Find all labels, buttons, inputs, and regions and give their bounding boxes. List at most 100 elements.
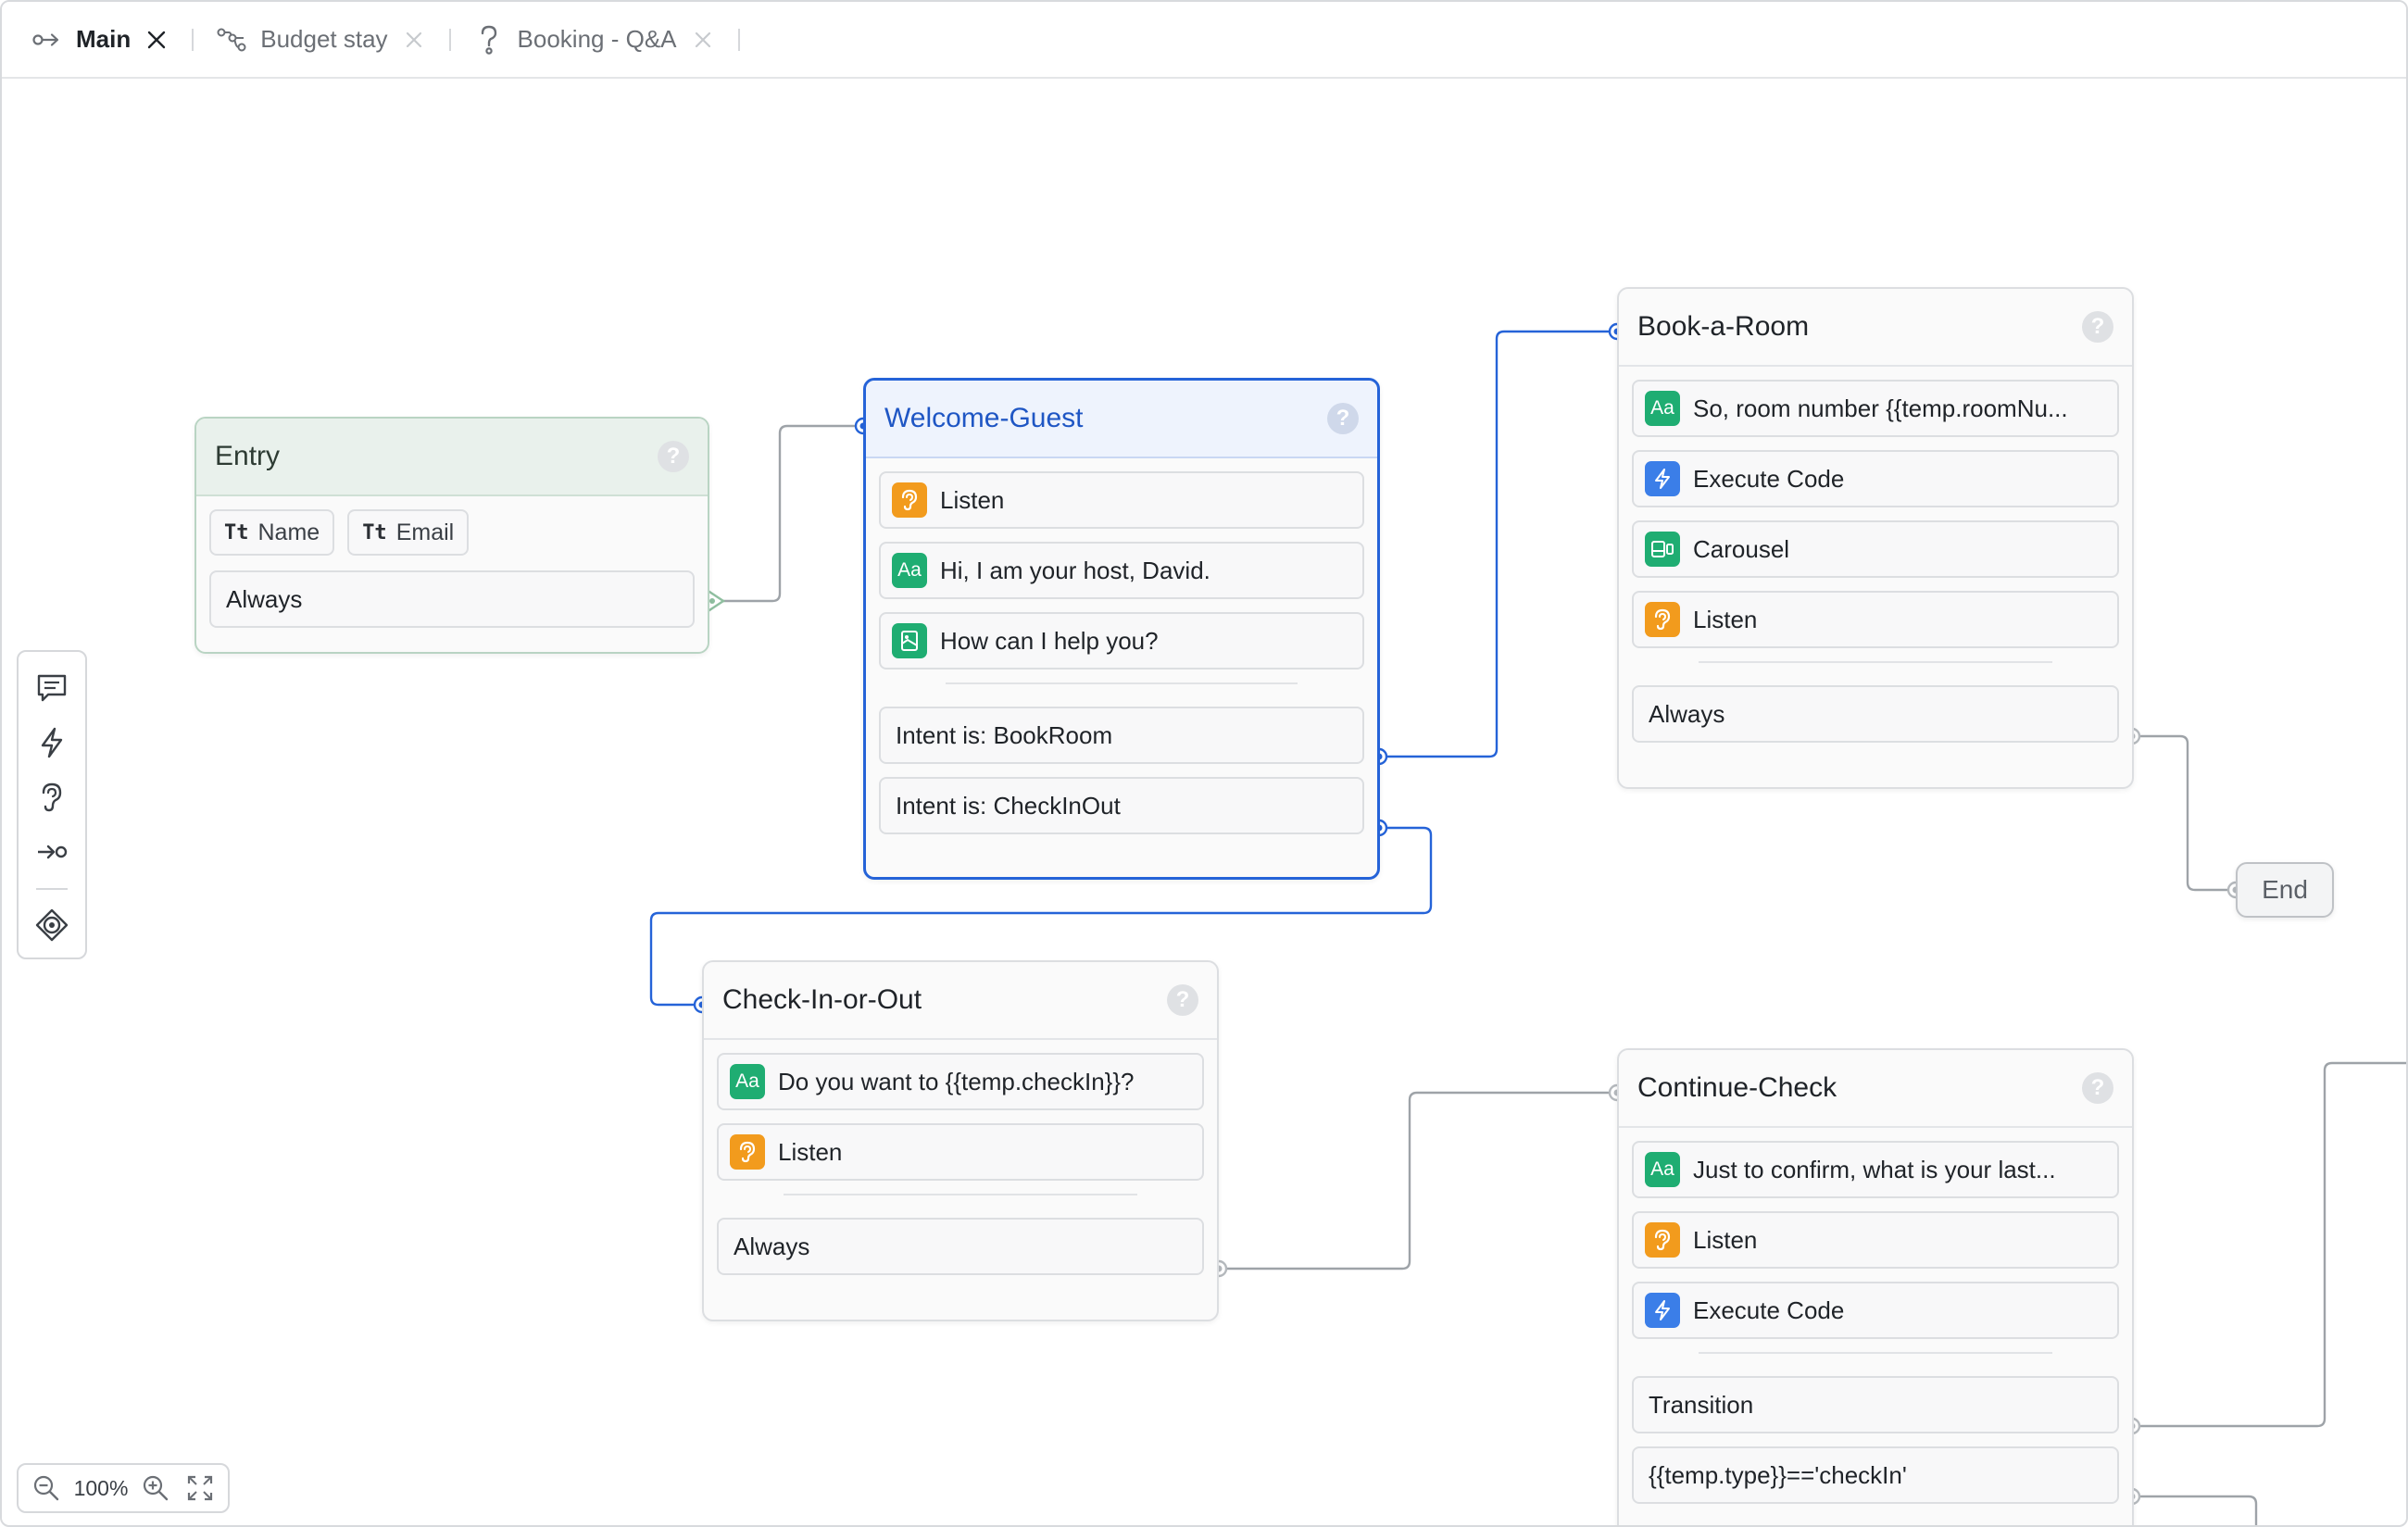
- help-icon[interactable]: ?: [2082, 1072, 2113, 1104]
- zoom-level: 100%: [73, 1475, 129, 1500]
- port-always[interactable]: Always: [209, 570, 695, 628]
- step-execute-code[interactable]: Execute Code: [1632, 450, 2119, 507]
- node-title: Continue-Check: [1637, 1072, 1837, 1103]
- step-label: Do you want to {{temp.checkIn}}?: [778, 1067, 1135, 1095]
- step-listen[interactable]: Listen: [879, 471, 1364, 529]
- step-label: How can I help you?: [940, 626, 1159, 655]
- step-listen[interactable]: Listen: [717, 1123, 1204, 1181]
- text-icon: Aa: [1645, 391, 1680, 426]
- step-carousel[interactable]: Carousel: [1632, 520, 2119, 578]
- port-intent-value: CheckInOut: [993, 791, 1121, 820]
- wire-entry-welcome: [722, 424, 863, 603]
- node-divider: [1699, 661, 2052, 663]
- node-body: Aa So, room number {{temp.roomNu... Exec…: [1619, 367, 2132, 770]
- close-icon[interactable]: [144, 27, 169, 53]
- port-always[interactable]: Always: [717, 1218, 1204, 1275]
- step-text[interactable]: Aa So, room number {{temp.roomNu...: [1632, 380, 2119, 437]
- node-title: Book-a-Room: [1637, 311, 1810, 342]
- ear-icon[interactable]: [28, 774, 76, 820]
- text-icon: Aa: [730, 1064, 765, 1099]
- help-icon[interactable]: ?: [1327, 403, 1359, 434]
- port-condition[interactable]: {{temp.type}}=='checkIn': [1632, 1446, 2119, 1504]
- step-text[interactable]: Aa Do you want to {{temp.checkIn}}?: [717, 1053, 1204, 1110]
- node-entry[interactable]: Entry ? Tt Name Tt Email Always: [194, 417, 709, 654]
- step-execute-code[interactable]: Execute Code: [1632, 1282, 2119, 1339]
- port-intent-bookroom[interactable]: Intent is: BookRoom: [879, 707, 1364, 764]
- node-header: Continue-Check ?: [1619, 1050, 2132, 1128]
- variable-chip-email[interactable]: Tt Email: [347, 509, 470, 556]
- port-prefix: Intent is:: [896, 791, 994, 820]
- palette-divider: [36, 887, 68, 890]
- step-palette: [17, 650, 87, 959]
- close-icon[interactable]: [401, 27, 427, 53]
- lightning-icon: [1645, 1293, 1680, 1328]
- tab-budget-stay[interactable]: Budget stay: [203, 2, 439, 78]
- tab-main[interactable]: Main: [19, 2, 182, 78]
- branch-icon: [216, 24, 247, 56]
- node-header: Welcome-Guest ?: [866, 381, 1377, 458]
- node-header: Entry ?: [196, 419, 708, 496]
- step-label: So, room number {{temp.roomNu...: [1693, 394, 2068, 422]
- node-check-in-or-out[interactable]: Check-In-or-Out ? Aa Do you want to {{te…: [702, 960, 1219, 1321]
- port-transition[interactable]: Transition: [1632, 1376, 2119, 1433]
- step-label: Listen: [940, 485, 1005, 514]
- node-divider: [1699, 1352, 2052, 1354]
- tab-divider: [192, 28, 194, 51]
- variable-chip-name[interactable]: Tt Name: [209, 509, 335, 556]
- fit-screen-icon[interactable]: [182, 1470, 219, 1507]
- zoom-out-icon[interactable]: [28, 1470, 65, 1507]
- step-text[interactable]: Aa Hi, I am your host, David.: [879, 542, 1364, 599]
- eye-icon[interactable]: [28, 903, 76, 948]
- step-label: Carousel: [1693, 534, 1790, 563]
- node-header: Check-In-or-Out ?: [704, 962, 1217, 1040]
- node-title: Entry: [215, 441, 281, 471]
- tab-divider: [737, 28, 740, 51]
- question-icon: [473, 24, 505, 56]
- wire-bookroom: [1379, 330, 1617, 758]
- port-intent-checkinout[interactable]: Intent is: CheckInOut: [879, 777, 1364, 834]
- wire-continue-condition: [2132, 1495, 2258, 1525]
- node-end[interactable]: End: [2236, 862, 2334, 918]
- step-listen[interactable]: Listen: [1632, 1211, 2119, 1269]
- tab-divider: [448, 28, 451, 51]
- flow-arrow-icon: [31, 24, 63, 56]
- node-body: Listen Aa Hi, I am your host, David. How…: [866, 458, 1377, 862]
- help-icon[interactable]: ?: [1167, 984, 1198, 1016]
- step-text[interactable]: Aa Just to confirm, what is your last...: [1632, 1141, 2119, 1198]
- lightning-icon[interactable]: [28, 720, 76, 765]
- port-prefix: Intent is:: [896, 720, 994, 749]
- variable-label: Email: [395, 519, 455, 545]
- step-label: Execute Code: [1693, 1295, 1845, 1324]
- step-listen[interactable]: Listen: [1632, 591, 2119, 648]
- transition-icon[interactable]: [28, 830, 76, 875]
- node-title: Check-In-or-Out: [722, 984, 922, 1015]
- tab-label: Main: [76, 25, 132, 53]
- image-card-icon: [892, 623, 927, 658]
- node-header: Book-a-Room ?: [1619, 289, 2132, 367]
- zoom-in-icon[interactable]: [137, 1470, 174, 1507]
- ear-icon: [892, 482, 927, 518]
- ear-icon: [730, 1134, 765, 1170]
- wire-continue-transition: [2132, 1061, 2406, 1428]
- node-body: Aa Do you want to {{temp.checkIn}}? List…: [704, 1040, 1217, 1303]
- port-always[interactable]: Always: [1632, 685, 2119, 743]
- tab-booking-qa[interactable]: Booking - Q&A: [460, 2, 729, 78]
- variable-list: Tt Name Tt Email: [209, 509, 695, 556]
- port-intent-value: BookRoom: [993, 720, 1113, 749]
- node-continue-check[interactable]: Continue-Check ? Aa Just to confirm, wha…: [1617, 1048, 2134, 1525]
- step-card[interactable]: How can I help you?: [879, 612, 1364, 670]
- step-label: Listen: [778, 1137, 843, 1166]
- lightning-icon: [1645, 461, 1680, 496]
- step-label: Hi, I am your host, David.: [940, 556, 1210, 584]
- node-welcome-guest[interactable]: Welcome-Guest ? Listen Aa Hi, I am your …: [863, 378, 1380, 880]
- wire-checkin-continue: [1219, 1091, 1617, 1270]
- node-book-a-room[interactable]: Book-a-Room ? Aa So, room number {{temp.…: [1617, 287, 2134, 789]
- message-icon[interactable]: [28, 665, 76, 710]
- close-icon[interactable]: [690, 27, 716, 53]
- help-icon[interactable]: ?: [2082, 311, 2113, 343]
- text-type-icon: Tt: [224, 520, 249, 544]
- node-title: Welcome-Guest: [884, 403, 1084, 433]
- node-divider: [784, 1194, 1137, 1195]
- help-icon[interactable]: ?: [658, 441, 689, 472]
